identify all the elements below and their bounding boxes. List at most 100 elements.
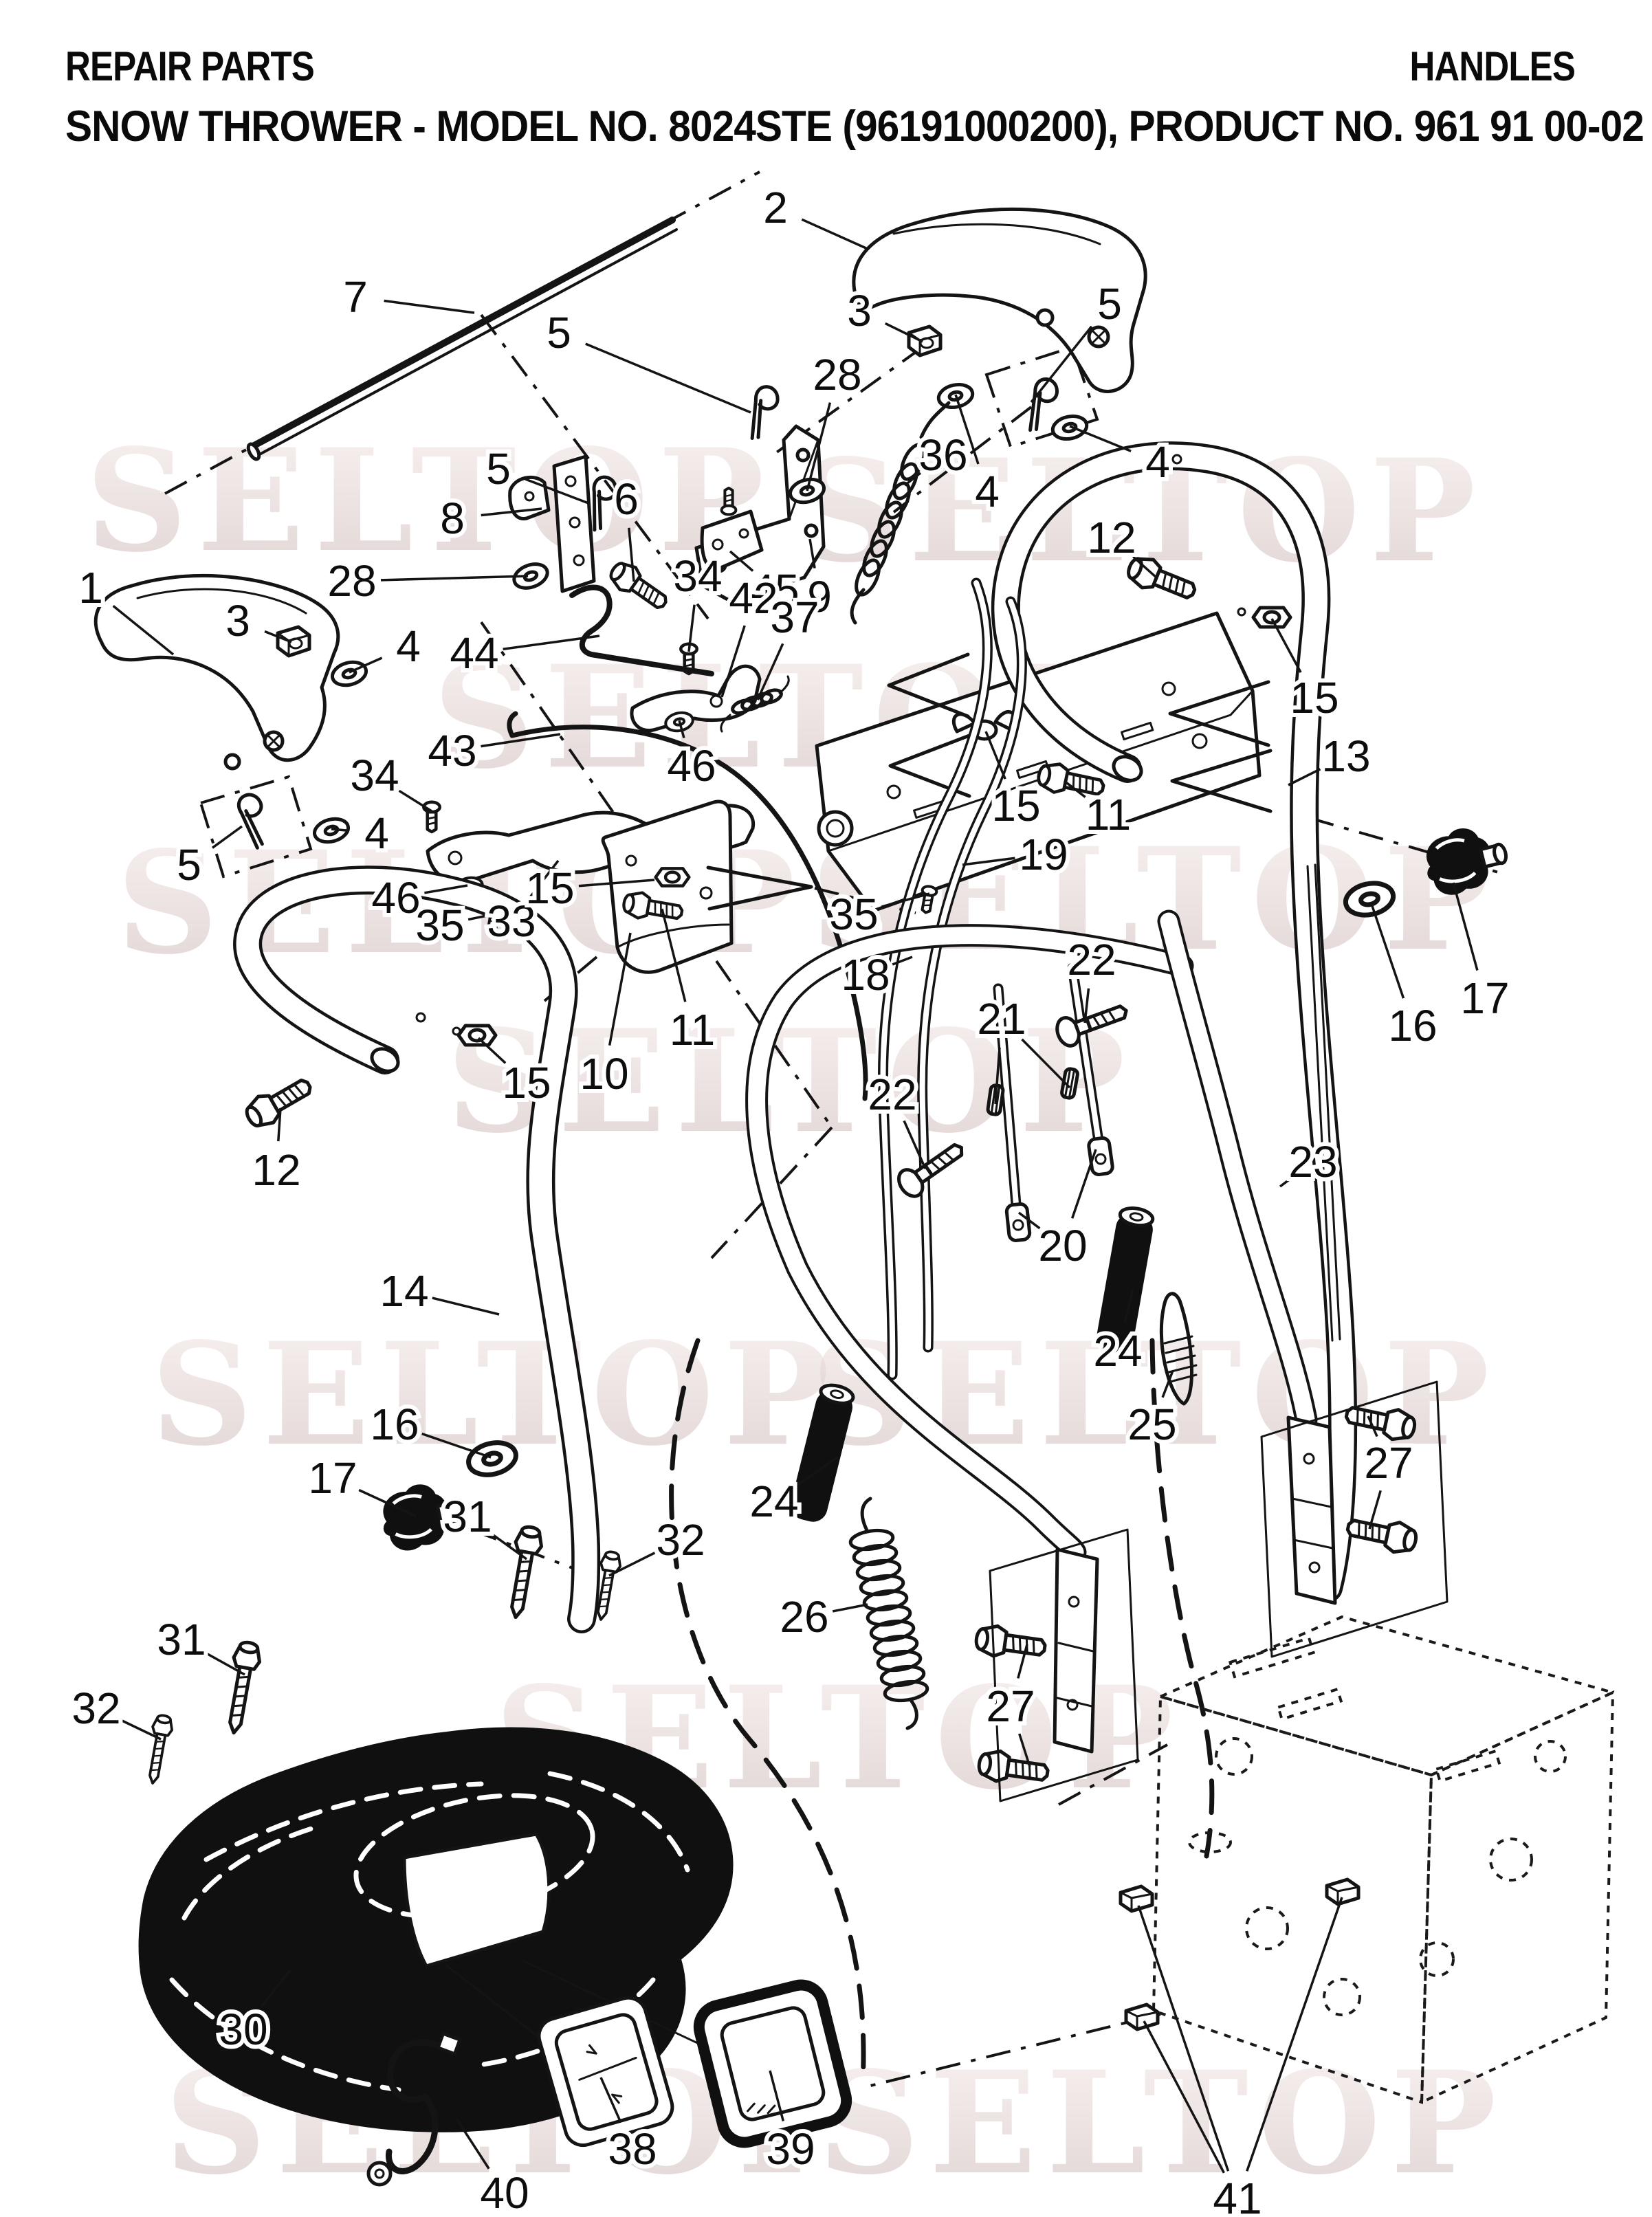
callout-2: 2: [763, 183, 788, 232]
part-43-rod: [507, 711, 868, 1101]
callout-leader-35: [881, 892, 930, 908]
callout-27: 27: [986, 1681, 1035, 1731]
callout-leader-33: [528, 859, 560, 899]
part-19-rod: [878, 577, 993, 1380]
callout-leader-13: [1288, 768, 1321, 786]
callout-37: 37: [770, 593, 819, 642]
callout-leader-39: [769, 2070, 785, 2121]
part-24-grip: [1097, 1206, 1155, 1353]
callout-17: 17: [308, 1453, 357, 1503]
callout-leader-6: [628, 527, 635, 582]
callout-leader-24: [797, 1456, 838, 1486]
callout-leader-15: [984, 731, 1006, 780]
callout-leader-46: [424, 884, 468, 894]
subtitle-prefix: SNOW THROWER - MODEL NO.: [65, 102, 669, 151]
watermark: SELTOP: [86, 419, 774, 584]
callout-leader-19: [962, 857, 1015, 866]
callout-leader-37: [756, 643, 784, 701]
part-27-bolt: [1345, 1512, 1419, 1556]
callout-leader-34: [398, 789, 432, 813]
callout-leader-11: [661, 908, 687, 1002]
callout-31: 31: [443, 1492, 492, 1541]
callout-leader-31: [206, 1652, 245, 1676]
callout-leader-21: [994, 1047, 1001, 1105]
callout-4: 4: [975, 467, 1000, 516]
callout-5: 5: [547, 308, 571, 357]
callout-leader-30: [260, 1969, 291, 2008]
callout-8: 8: [440, 494, 465, 543]
part-14-handle-tube: [233, 865, 601, 1633]
callout-leader-3: [884, 322, 923, 343]
callout-leader-24: [1123, 1289, 1134, 1323]
part-39-bezel: [693, 1979, 852, 2148]
callout-31: 31: [157, 1615, 206, 1664]
watermark: SELTOP: [818, 2041, 1506, 2206]
part-2-handle-lever: [852, 207, 1147, 393]
callout-12: 12: [1087, 513, 1136, 562]
callout-44: 44: [450, 628, 498, 678]
callout-45: 45: [750, 565, 799, 615]
callout-19: 19: [1019, 830, 1068, 879]
callout-10: 10: [580, 1049, 628, 1099]
section-title: HANDLES: [1409, 43, 1575, 89]
callout-4: 4: [1145, 437, 1170, 487]
part-26-spring: [848, 1497, 929, 1730]
callout-9: 9: [807, 572, 832, 621]
callout-39: 39: [766, 2124, 815, 2174]
callout-34: 34: [350, 751, 399, 800]
callout-24: 24: [749, 1477, 798, 1526]
callout-34: 34: [673, 551, 722, 601]
callout-leader-2: [801, 218, 868, 250]
callout-leader-23: [1279, 1178, 1291, 1188]
part-15-nut: [459, 1026, 496, 1045]
callout-16: 16: [1388, 1001, 1437, 1050]
callout-28: 28: [813, 350, 861, 399]
callout-leader-10: [608, 932, 632, 1046]
lower-handle-left: [745, 924, 1194, 1754]
callout-leader-7: [384, 299, 475, 314]
part-44-rod: [569, 584, 714, 676]
page-title: REPAIR PARTS: [65, 43, 315, 89]
callout-leader-1: [112, 605, 175, 656]
cable-phantom-line: [669, 1338, 866, 2086]
callout-leader-44: [503, 635, 600, 651]
callout-leader-25: [1161, 1370, 1174, 1398]
part-36-spring: [850, 401, 951, 625]
callout-leader-27: [1017, 1644, 1028, 1679]
callout-leader-9: [808, 538, 816, 569]
callout-leader-18: [892, 956, 913, 966]
callout-leader-4: [349, 657, 383, 674]
part-40-wire: [366, 2031, 462, 2187]
part-21-clip: [1061, 1068, 1078, 1099]
part-41-clip-nut: [1327, 1879, 1358, 1904]
callout-43: 43: [428, 726, 476, 775]
callout-35: 35: [829, 890, 878, 939]
callout-6: 6: [614, 474, 639, 524]
part-10-bracket: [543, 799, 813, 1002]
part-25-spring: [1159, 1292, 1198, 1406]
callout-leader-32: [608, 1552, 656, 1577]
model-number: 8024STE: [668, 102, 833, 151]
callout-3: 3: [847, 286, 872, 335]
callout-20: 20: [1038, 1221, 1087, 1270]
callout-leader-17: [1452, 882, 1479, 971]
callout-leader-4: [954, 394, 980, 465]
callout-leader-45: [729, 550, 754, 572]
callout-5: 5: [1097, 279, 1122, 329]
callout-leader-22: [903, 1120, 927, 1169]
callout-23: 23: [1288, 1137, 1337, 1187]
callout-leader-20: [1070, 1149, 1097, 1219]
callout-26: 26: [780, 1592, 828, 1642]
callout-leader-3: [264, 630, 292, 643]
callout-22: 22: [1067, 935, 1116, 984]
callout-leader-5: [585, 342, 751, 414]
part-31-screw: [503, 1525, 544, 1620]
callout-leader-26: [832, 1603, 868, 1613]
callout-leader-22: [1083, 988, 1090, 1024]
callout-leader-41: [1246, 1897, 1343, 2172]
callout-30: 30: [219, 2005, 267, 2054]
part-1-handle-lever: [93, 573, 340, 771]
callout-leader-14: [432, 1297, 500, 1316]
callout-32: 32: [656, 1515, 705, 1565]
